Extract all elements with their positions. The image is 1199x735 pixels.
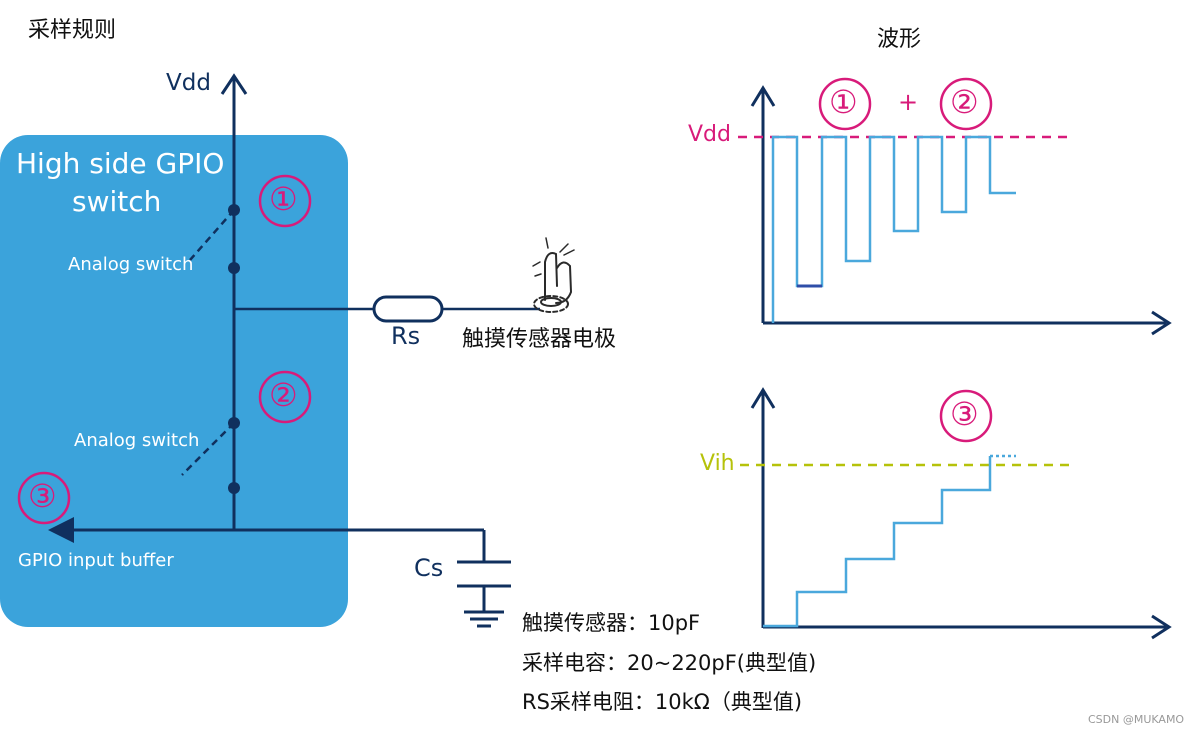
watermark: CSDN @MUKAMO	[1088, 713, 1185, 726]
bottom-charge-staircase	[763, 456, 992, 628]
bottom-y-arrowhead	[750, 387, 776, 409]
rs-resistor	[372, 295, 444, 323]
top-discharge-waveform	[771, 135, 1016, 323]
top-x-arrowhead	[1151, 310, 1172, 336]
marker-3: ③	[28, 477, 57, 515]
analog-switch-1-label: Analog switch	[68, 254, 194, 275]
vdd-label: Vdd	[166, 70, 211, 96]
rs-label: Rs	[391, 322, 421, 350]
bottom-marker-ring	[939, 389, 993, 443]
finger-touch-icon	[532, 237, 575, 313]
right-title: 波形	[877, 27, 922, 52]
note-sampling-capacitor: 采样电容：20~220pF(典型值)	[522, 651, 817, 675]
marker-2: ②	[269, 376, 298, 414]
note-sampling-resistor: RS采样电阻：10kΩ（典型值)	[522, 690, 803, 714]
gpio-switch-block	[0, 135, 348, 627]
gpio-input-buffer-label: GPIO input buffer	[18, 550, 174, 571]
bottom-x-arrowhead	[1151, 614, 1172, 640]
left-title: 采样规则	[28, 18, 117, 43]
marker-2-ring	[258, 370, 312, 424]
switch2-actuator-dash	[181, 422, 235, 476]
block-title-line1: High side GPIO	[16, 147, 225, 180]
electrode-label: 触摸传感器电极	[462, 327, 617, 352]
marker-1-ring	[258, 174, 312, 228]
top-y-arrowhead	[750, 85, 776, 107]
marker-3-ring	[17, 471, 71, 525]
marker-1: ①	[269, 180, 298, 218]
top-marker-b: ②	[950, 83, 979, 121]
top-plus-sign: +	[898, 88, 919, 116]
bottom-marker: ③	[950, 395, 979, 433]
vdd-arrowhead	[220, 73, 248, 95]
top-marker-a: ①	[829, 83, 858, 121]
note-touch-sensor: 触摸传感器：10pF	[522, 611, 701, 635]
buffer-arrowhead	[48, 517, 74, 543]
switch1-node-bottom	[228, 262, 240, 274]
bottom-vih-label: Vih	[700, 451, 735, 476]
analog-switch-2-label: Analog switch	[74, 430, 200, 451]
top-vdd-label: Vdd	[688, 122, 731, 147]
top-marker-a-ring	[818, 77, 872, 131]
cs-label: Cs	[414, 554, 444, 582]
top-marker-b-ring	[939, 77, 993, 131]
switch2-node-bottom	[228, 482, 240, 494]
block-title-line2: switch	[72, 185, 162, 218]
